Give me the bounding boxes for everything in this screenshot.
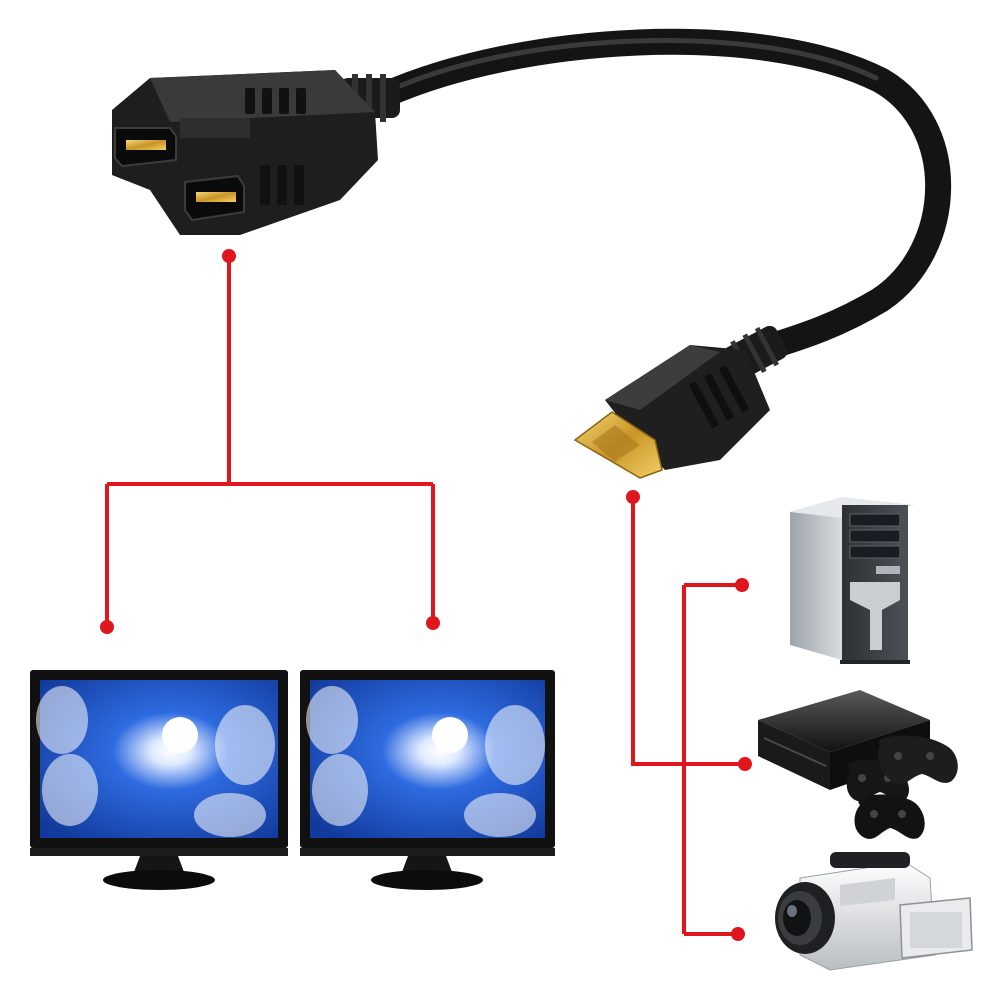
splitter-port-2	[184, 174, 245, 222]
pc-drive-bays	[849, 513, 901, 559]
dot-monitor-1	[100, 620, 114, 634]
plug-grip-ridges	[689, 365, 749, 429]
splitter-grip-ridges	[245, 88, 306, 205]
camcorder-lens	[783, 900, 811, 936]
monitor-icon	[300, 670, 555, 890]
console-front	[758, 720, 830, 790]
connector-dots	[100, 249, 752, 941]
console-controller-3	[854, 794, 925, 839]
dot-camcorder	[731, 927, 745, 941]
camcorder-icon	[775, 852, 973, 971]
dot-console	[738, 757, 752, 771]
monitor-2-neck	[402, 856, 452, 872]
dot-monitor-2	[426, 616, 440, 630]
pc-side-panel	[790, 497, 842, 660]
hdmi-splitter-dual-female-icon	[112, 70, 400, 235]
console-top	[758, 690, 930, 752]
cable-body	[372, 28, 952, 363]
monitor-1-neck	[134, 856, 184, 872]
monitor-1-clouds	[36, 686, 275, 837]
desktop-pc-tower-icon	[790, 497, 915, 664]
dot-splitter	[222, 249, 236, 263]
connector-lines	[105, 256, 745, 936]
dot-pc	[735, 578, 749, 592]
monitor-icon	[30, 670, 288, 890]
monitor-1-stand	[103, 870, 215, 890]
camcorder-handle	[830, 852, 910, 868]
pc-front-accent	[850, 582, 900, 650]
console-controller-2	[878, 735, 958, 785]
dot-plug	[626, 490, 640, 504]
connector-plug-trunk	[631, 497, 684, 766]
monitor-2-clouds	[306, 686, 545, 837]
game-console-icon	[758, 690, 958, 839]
hdmi-male-plug-icon	[573, 325, 788, 479]
splitter-port-1	[114, 127, 177, 168]
hdmi-cable	[372, 28, 952, 363]
cable-highlight	[397, 38, 879, 89]
monitor-2-stand	[371, 870, 483, 890]
